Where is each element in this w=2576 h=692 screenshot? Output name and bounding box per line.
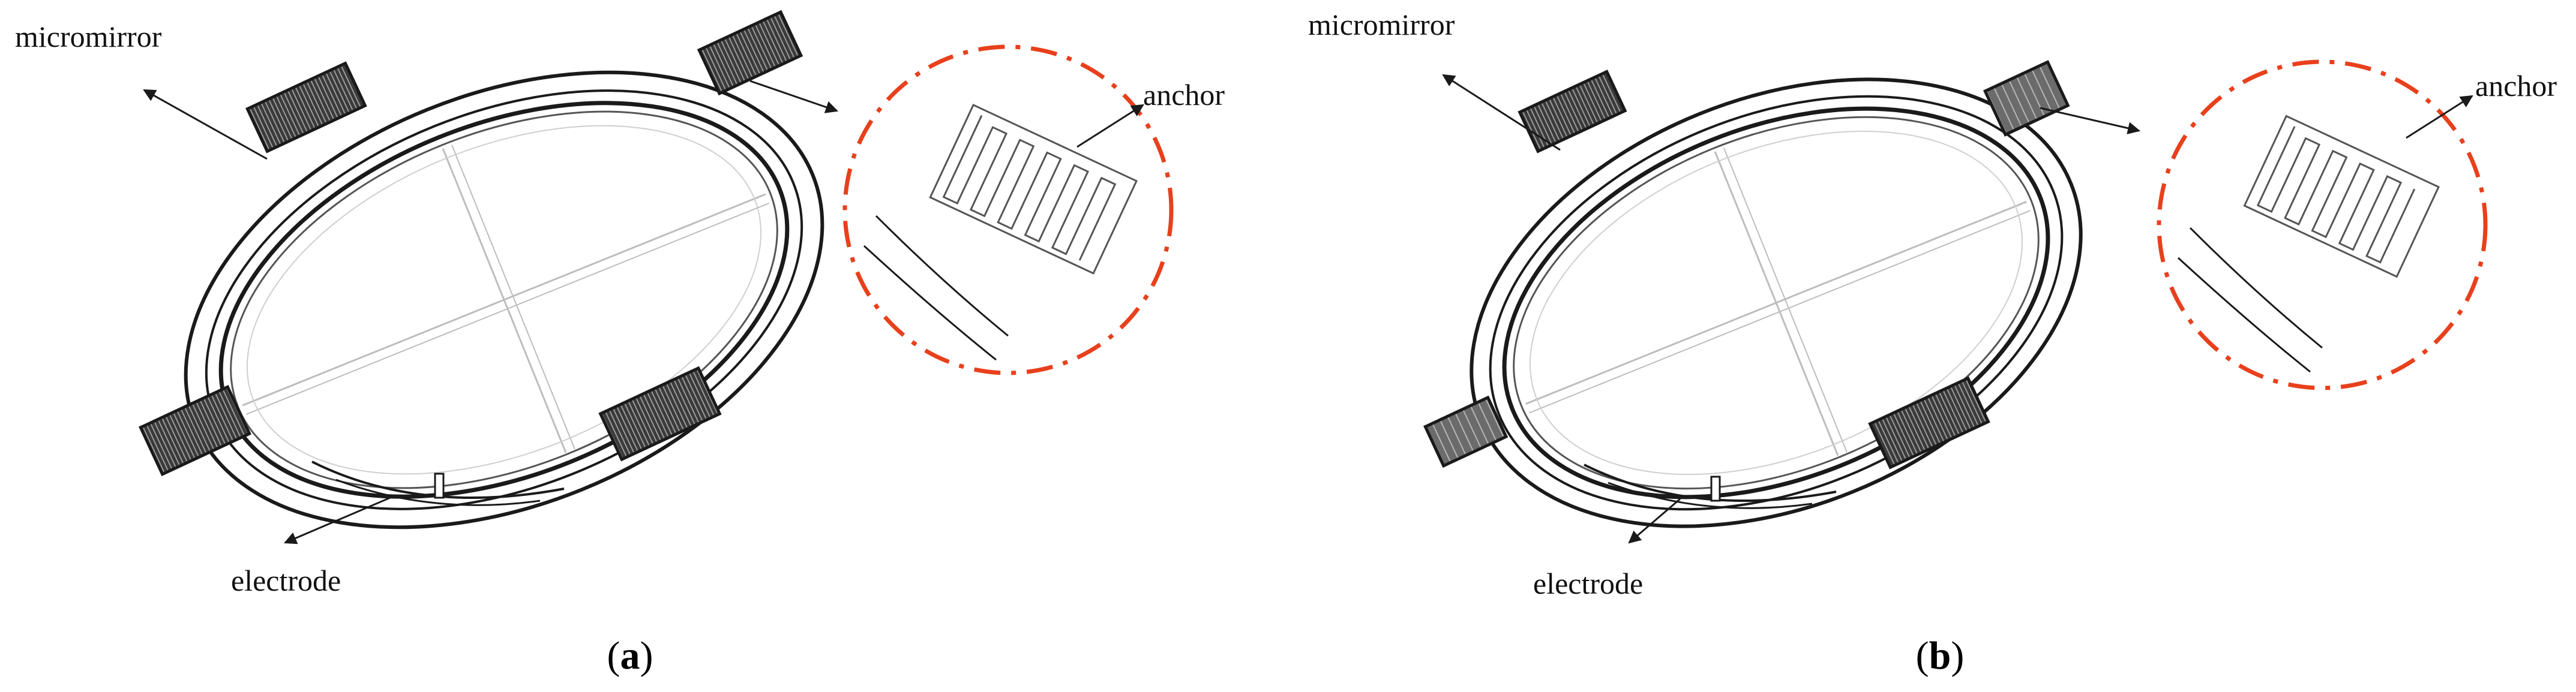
zoom-detail [2157, 59, 2488, 390]
comb-pad-bottom-left [139, 384, 251, 477]
comb-pad-bottom-left [1423, 395, 1509, 468]
label-electrode: electrode [231, 564, 341, 597]
panel-a: micromirror anchor electrode (a) [15, 10, 1225, 678]
micromirror-leader [1442, 74, 1561, 151]
electrode-gap [434, 473, 445, 499]
micromirror-leader [143, 89, 268, 160]
label-anchor: anchor [1143, 78, 1225, 112]
label-micromirror: micromirror [15, 20, 162, 53]
electrode-gap [1710, 476, 1721, 502]
caption-b: (b) [1916, 634, 1965, 678]
electrode-leader [284, 495, 394, 544]
serpentine-spring [929, 104, 1138, 275]
electrode-arc-inner [335, 479, 541, 506]
zoom-leader [749, 80, 838, 113]
panel-b: micromirror anchor electrode (b) [1308, 8, 2557, 678]
electrode-leader [1628, 498, 1681, 544]
electrode-arc [1584, 464, 1837, 502]
caption-a: (a) [607, 634, 653, 678]
anchor-leader [2406, 95, 2473, 139]
comb-pad-bottom-right [598, 366, 722, 462]
label-micromirror: micromirror [1308, 8, 1455, 41]
label-anchor: anchor [2475, 69, 2557, 103]
comb-pad-top-right [697, 10, 803, 96]
serpentine-spring [2243, 115, 2440, 278]
comb-pad-top-right [1983, 60, 2070, 137]
comb-pad-top-left [1518, 70, 1627, 154]
frame-ring [184, 70, 824, 529]
zoom-detail [842, 44, 1174, 375]
electrode-arc [311, 461, 565, 499]
electrode-arc-inner [1608, 482, 1813, 509]
comb-pad-bottom-right [1868, 376, 1990, 470]
micromirror-plate [1513, 116, 2040, 490]
anchor-leader [1076, 104, 1144, 148]
comb-pad-top-left [245, 61, 367, 154]
zoom-leader [2040, 107, 2141, 134]
label-electrode: electrode [1533, 567, 1643, 600]
